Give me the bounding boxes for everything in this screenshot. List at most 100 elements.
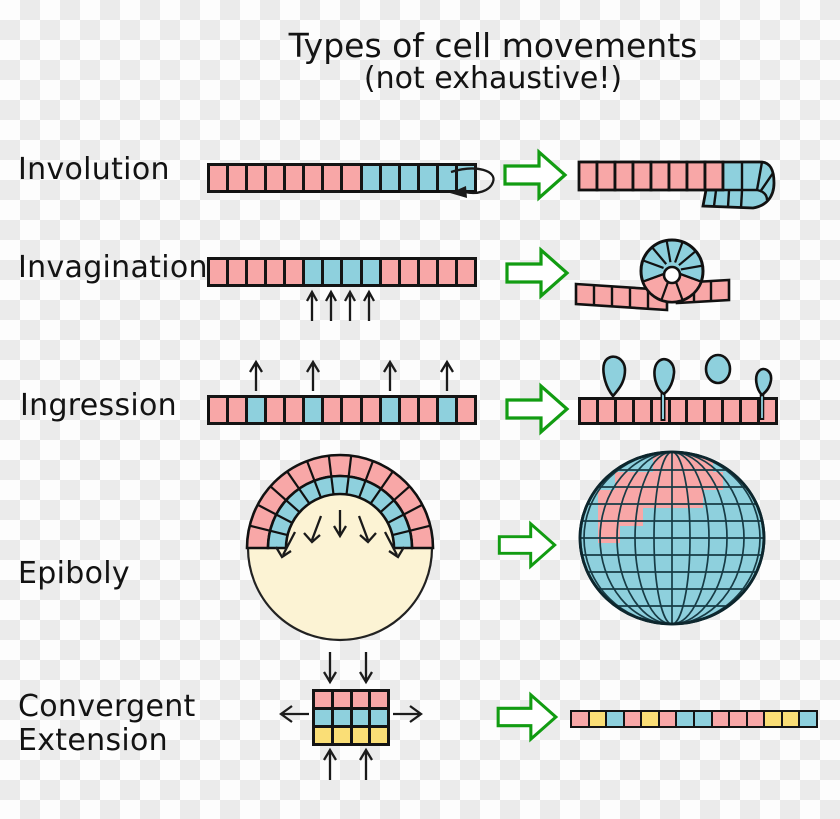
cell-P [712,712,729,726]
cell-Y [782,712,799,726]
cell-B [362,166,379,190]
cell-P [229,398,246,422]
cell-Y [765,712,781,726]
cell-B [419,166,436,190]
epiboly-before-figure [245,453,435,642]
cell-P [333,692,350,707]
cell-P [267,260,284,284]
cell-P [419,398,436,422]
loop-cell-dividers [642,240,703,301]
cell-P [229,166,246,190]
cell-P [343,166,360,190]
cell-B [362,260,379,284]
cell-P [315,692,331,707]
involution-after-blue-hook [701,160,776,210]
cell-P [688,400,704,422]
cell-P [381,260,398,284]
involution-after-cell-dividers [706,161,774,209]
label-ingression: Ingression [20,388,177,423]
cell-P [248,260,265,284]
cell-B [371,710,387,725]
cell-B [381,166,398,190]
cell-P [747,712,764,726]
cell-B [694,712,711,726]
cell-B [400,166,417,190]
cell-B [381,398,398,422]
curl-under-arrow-icon [450,167,495,198]
cell-P [616,400,632,422]
involution-before-strip [207,163,477,193]
transform-arrow-icon [496,691,559,743]
invagination-push-arrows-icon [305,289,376,321]
ingression-after-strip [578,397,778,425]
cell-Y [315,728,331,743]
cell-B [438,166,455,190]
extend-right-arrow-icon [393,705,423,723]
cell-P [324,398,341,422]
label-involution: Involution [18,152,170,187]
ingressing-cells [602,353,773,399]
cell-P [670,400,686,422]
transform-arrow-icon [503,148,568,202]
transform-arrow-icon [505,382,570,436]
cell-P [742,400,758,422]
cell-P [706,400,722,422]
globe-outline [578,450,766,626]
cell-P [286,398,303,422]
cell-B [248,398,265,422]
invagination-before-strip [207,257,477,287]
ingression-exit-arrows-icon [249,359,454,391]
cell-Y [371,728,387,743]
title-line-2: (not exhaustive!) [363,61,623,97]
involution-after-figure [577,160,776,210]
cell-P [305,166,322,190]
cell-P [371,692,387,707]
invagination-after-left-strip [574,282,669,312]
arch-cell-dividers [249,455,431,537]
cell-P [572,712,588,726]
cell-B [305,398,322,422]
cell-P [730,712,746,726]
transform-arrow-icon [505,246,570,300]
cell-P [400,398,417,422]
label-convergent-extension: Convergent Extension [18,689,196,759]
cell-B [343,260,360,284]
cell-B [324,260,341,284]
cell-P [352,692,369,707]
cell-P [248,166,265,190]
cell-B [457,166,474,190]
page-title: Types of cell movements (not exhaustive!… [168,27,818,97]
cell-P [624,712,641,726]
ingression-before-strip [207,395,477,425]
cell-P [210,398,227,422]
label-epiboly: Epiboly [18,556,130,591]
cell-P [362,398,379,422]
cell-P [324,166,341,190]
cell-P [267,166,284,190]
cell-P [438,260,455,284]
cell-Y [642,712,658,726]
cell-P [457,398,474,422]
cell-B [315,710,331,725]
transform-arrow-icon [497,520,557,570]
cell-P [210,166,227,190]
cell-Y [352,728,369,743]
cell-P [724,400,740,422]
cell-P [598,400,614,422]
cell-B [333,710,350,725]
cell-Y [589,712,606,726]
cell-P [581,400,596,422]
cell-P [400,260,417,284]
converge-down-arrows-icon [323,652,373,685]
cell-Y [333,728,350,743]
cell-B [438,398,455,422]
cell-P [229,260,246,284]
cell-P [634,400,650,422]
cell-B [305,260,322,284]
converge-up-arrows-icon [323,747,373,780]
convergent-after-strip [570,710,818,728]
label-invagination: Invagination [18,250,208,285]
extend-left-arrow-icon [279,705,309,723]
cell-B [607,712,623,726]
cell-P [659,712,676,726]
